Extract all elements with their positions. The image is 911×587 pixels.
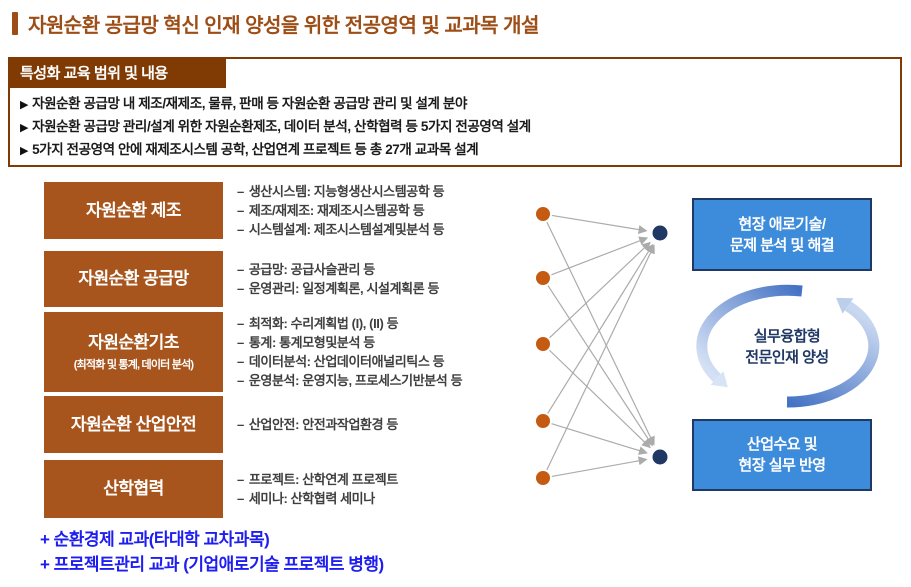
dash-icon: – — [237, 417, 244, 432]
dash-icon: – — [237, 262, 244, 277]
title-bar-icon — [12, 12, 18, 35]
mapping-arrow — [551, 423, 648, 455]
course-line: –세미나: 산학협력 세미나 — [237, 491, 375, 506]
program-node-dot — [536, 471, 550, 485]
course-line: –프로젝트: 산학연계 프로젝트 — [237, 472, 398, 487]
specialization-scope-header: 특성화 교육 범위 및 내용 — [8, 57, 226, 88]
additional-course-notes: + 순환경제 교과(타대학 교차과목) + 프로젝트관리 교과 (기업애로기술 프… — [40, 527, 384, 577]
mapping-arrow — [551, 214, 648, 234]
dash-icon: – — [237, 203, 244, 218]
program-name: 자원순환 제조 — [85, 200, 182, 220]
circular-arrows-icon — [696, 284, 880, 408]
course-line: –운영분석: 운영지능, 프로세스기반분석 등 — [237, 373, 463, 388]
mapping-arrow — [547, 285, 654, 447]
course-list-2: –최적화: 수리계획법 (I), (II) 등 –통계: 통계모형및분석 등 –데이… — [237, 314, 463, 390]
course-line: –최적화: 수리계획법 (I), (II) 등 — [237, 316, 399, 331]
course-line: –제조/재제조: 재제조시스템공학 등 — [237, 203, 425, 218]
cycle-line: 실무융합형 — [753, 328, 821, 345]
program-subtitle: (최적화 및 통계, 데이터 분석) — [73, 358, 194, 371]
mapping-arrow — [551, 456, 648, 478]
program-node-dot — [536, 337, 550, 351]
outcome-box-industry-demand: 산업수요 및 현장 실무 반영 — [692, 419, 872, 491]
program-node-dot — [536, 414, 550, 428]
program-box-1: 자원순환 공급망 — [44, 251, 223, 307]
course-line: –운영관리: 일정계획론, 시설계획론 등 — [237, 281, 440, 296]
outcome-line: 산업수요 및 — [746, 436, 818, 453]
dash-icon: – — [237, 472, 244, 487]
page-title-row: 자원순환 공급망 혁신 인재 양성을 위한 전공영역 및 교과목 개설 — [12, 9, 539, 38]
course-line: –시스템설계: 제조시스템설계및분석 등 — [237, 222, 445, 237]
triangle-bullet-icon: ▶ — [20, 145, 29, 157]
outcome-line: 현장 애로기술/ — [738, 215, 826, 233]
mapping-arrow — [549, 241, 651, 339]
program-box-3: 자원순환 산업안전 — [44, 396, 223, 453]
dash-icon: – — [237, 335, 244, 350]
program-box-0: 자원순환 제조 — [44, 182, 223, 239]
dash-icon: – — [237, 354, 244, 369]
course-list-3: –산업안전: 안전과작업환경 등 — [237, 415, 398, 434]
course-list-4: –프로젝트: 산학연계 프로젝트 –세미나: 산학협력 세미나 — [237, 470, 398, 508]
program-name: 자원순환 공급망 — [78, 269, 189, 288]
specialization-scope-box: 특성화 교육 범위 및 내용 ▶자원순환 공급망 내 제조/재제조, 물류, 판… — [8, 57, 902, 167]
outcome-line: 문제 분석 및 해결 — [729, 236, 835, 254]
specialization-bullet-list: ▶자원순환 공급망 내 제조/재제조, 물류, 판매 등 자원순환 공급망 관리… — [20, 93, 892, 162]
dash-icon: – — [237, 316, 244, 331]
program-box-2: 자원순환기초 (최적화 및 통계, 데이터 분석) — [44, 312, 223, 392]
note-line: + 순환경제 교과(타대학 교차과목) — [40, 530, 270, 549]
mapping-arrow — [546, 244, 655, 471]
course-line: –통계: 통계모형및분석 등 — [237, 335, 375, 350]
triangle-bullet-icon: ▶ — [20, 99, 29, 111]
dash-icon: – — [237, 281, 244, 296]
dash-icon: – — [237, 373, 244, 388]
course-list-0: –생산시스템: 지능형생산시스템공학 등–제조/재제조: 재제조시스템공학 등–… — [237, 182, 445, 239]
page-title: 자원순환 공급망 혁신 인재 양성을 위한 전공영역 및 교과목 개설 — [28, 15, 539, 37]
program-name: 산학협력 — [103, 479, 164, 498]
course-line: –생산시스템: 지능형생산시스템공학 등 — [237, 184, 445, 199]
triangle-bullet-icon: ▶ — [20, 122, 29, 134]
mapping-arrow — [551, 236, 649, 276]
dash-icon: – — [237, 491, 244, 506]
outcome-node-dot — [652, 225, 668, 241]
course-line: –데이터분석: 산업데이터애널리틱스 등 — [237, 354, 445, 369]
mapping-arrow — [549, 349, 651, 449]
dash-icon: – — [237, 184, 244, 199]
spec-bullet: ▶5가지 전공영역 안에 재제조시스템 공학, 산업연계 프로젝트 등 총 27… — [20, 142, 479, 157]
outcome-node-dot — [652, 449, 668, 465]
course-line: –산업안전: 안전과작업환경 등 — [237, 417, 398, 432]
course-line: –공급망: 공급사슬관리 등 — [237, 262, 375, 277]
mapping-arrow — [547, 243, 654, 414]
course-list-1: –공급망: 공급사슬관리 등 –운영관리: 일정계획론, 시설계획론 등 — [237, 260, 439, 298]
cycle-line: 전문인재 양성 — [745, 349, 829, 366]
spec-bullet: ▶자원순환 공급망 관리/설계 위한 자원순환제조, 데이터 분석, 산학협력 … — [20, 119, 531, 134]
cycle-text: 실무융합형 전문인재 양성 — [689, 284, 885, 410]
program-name: 자원순환 산업안전 — [70, 414, 197, 434]
spec-bullet: ▶자원순환 공급망 내 제조/재제조, 물류, 판매 등 자원순환 공급망 관리… — [20, 96, 467, 111]
outcome-line: 현장 실무 반영 — [738, 457, 826, 474]
outcome-box-field-problem: 현장 애로기술/ 문제 분석 및 해결 — [692, 198, 872, 271]
program-node-dot — [536, 271, 550, 285]
note-line: + 프로젝트관리 교과 (기업애로기술 프로젝트 병행) — [40, 555, 384, 574]
program-box-4: 산학협력 — [44, 460, 223, 518]
mapping-arrow — [546, 221, 655, 446]
cycle-graphic: 실무융합형 전문인재 양성 — [689, 284, 885, 410]
program-name: 자원순환기초 — [88, 332, 179, 352]
dash-icon: – — [237, 222, 244, 237]
program-node-dot — [536, 207, 550, 221]
